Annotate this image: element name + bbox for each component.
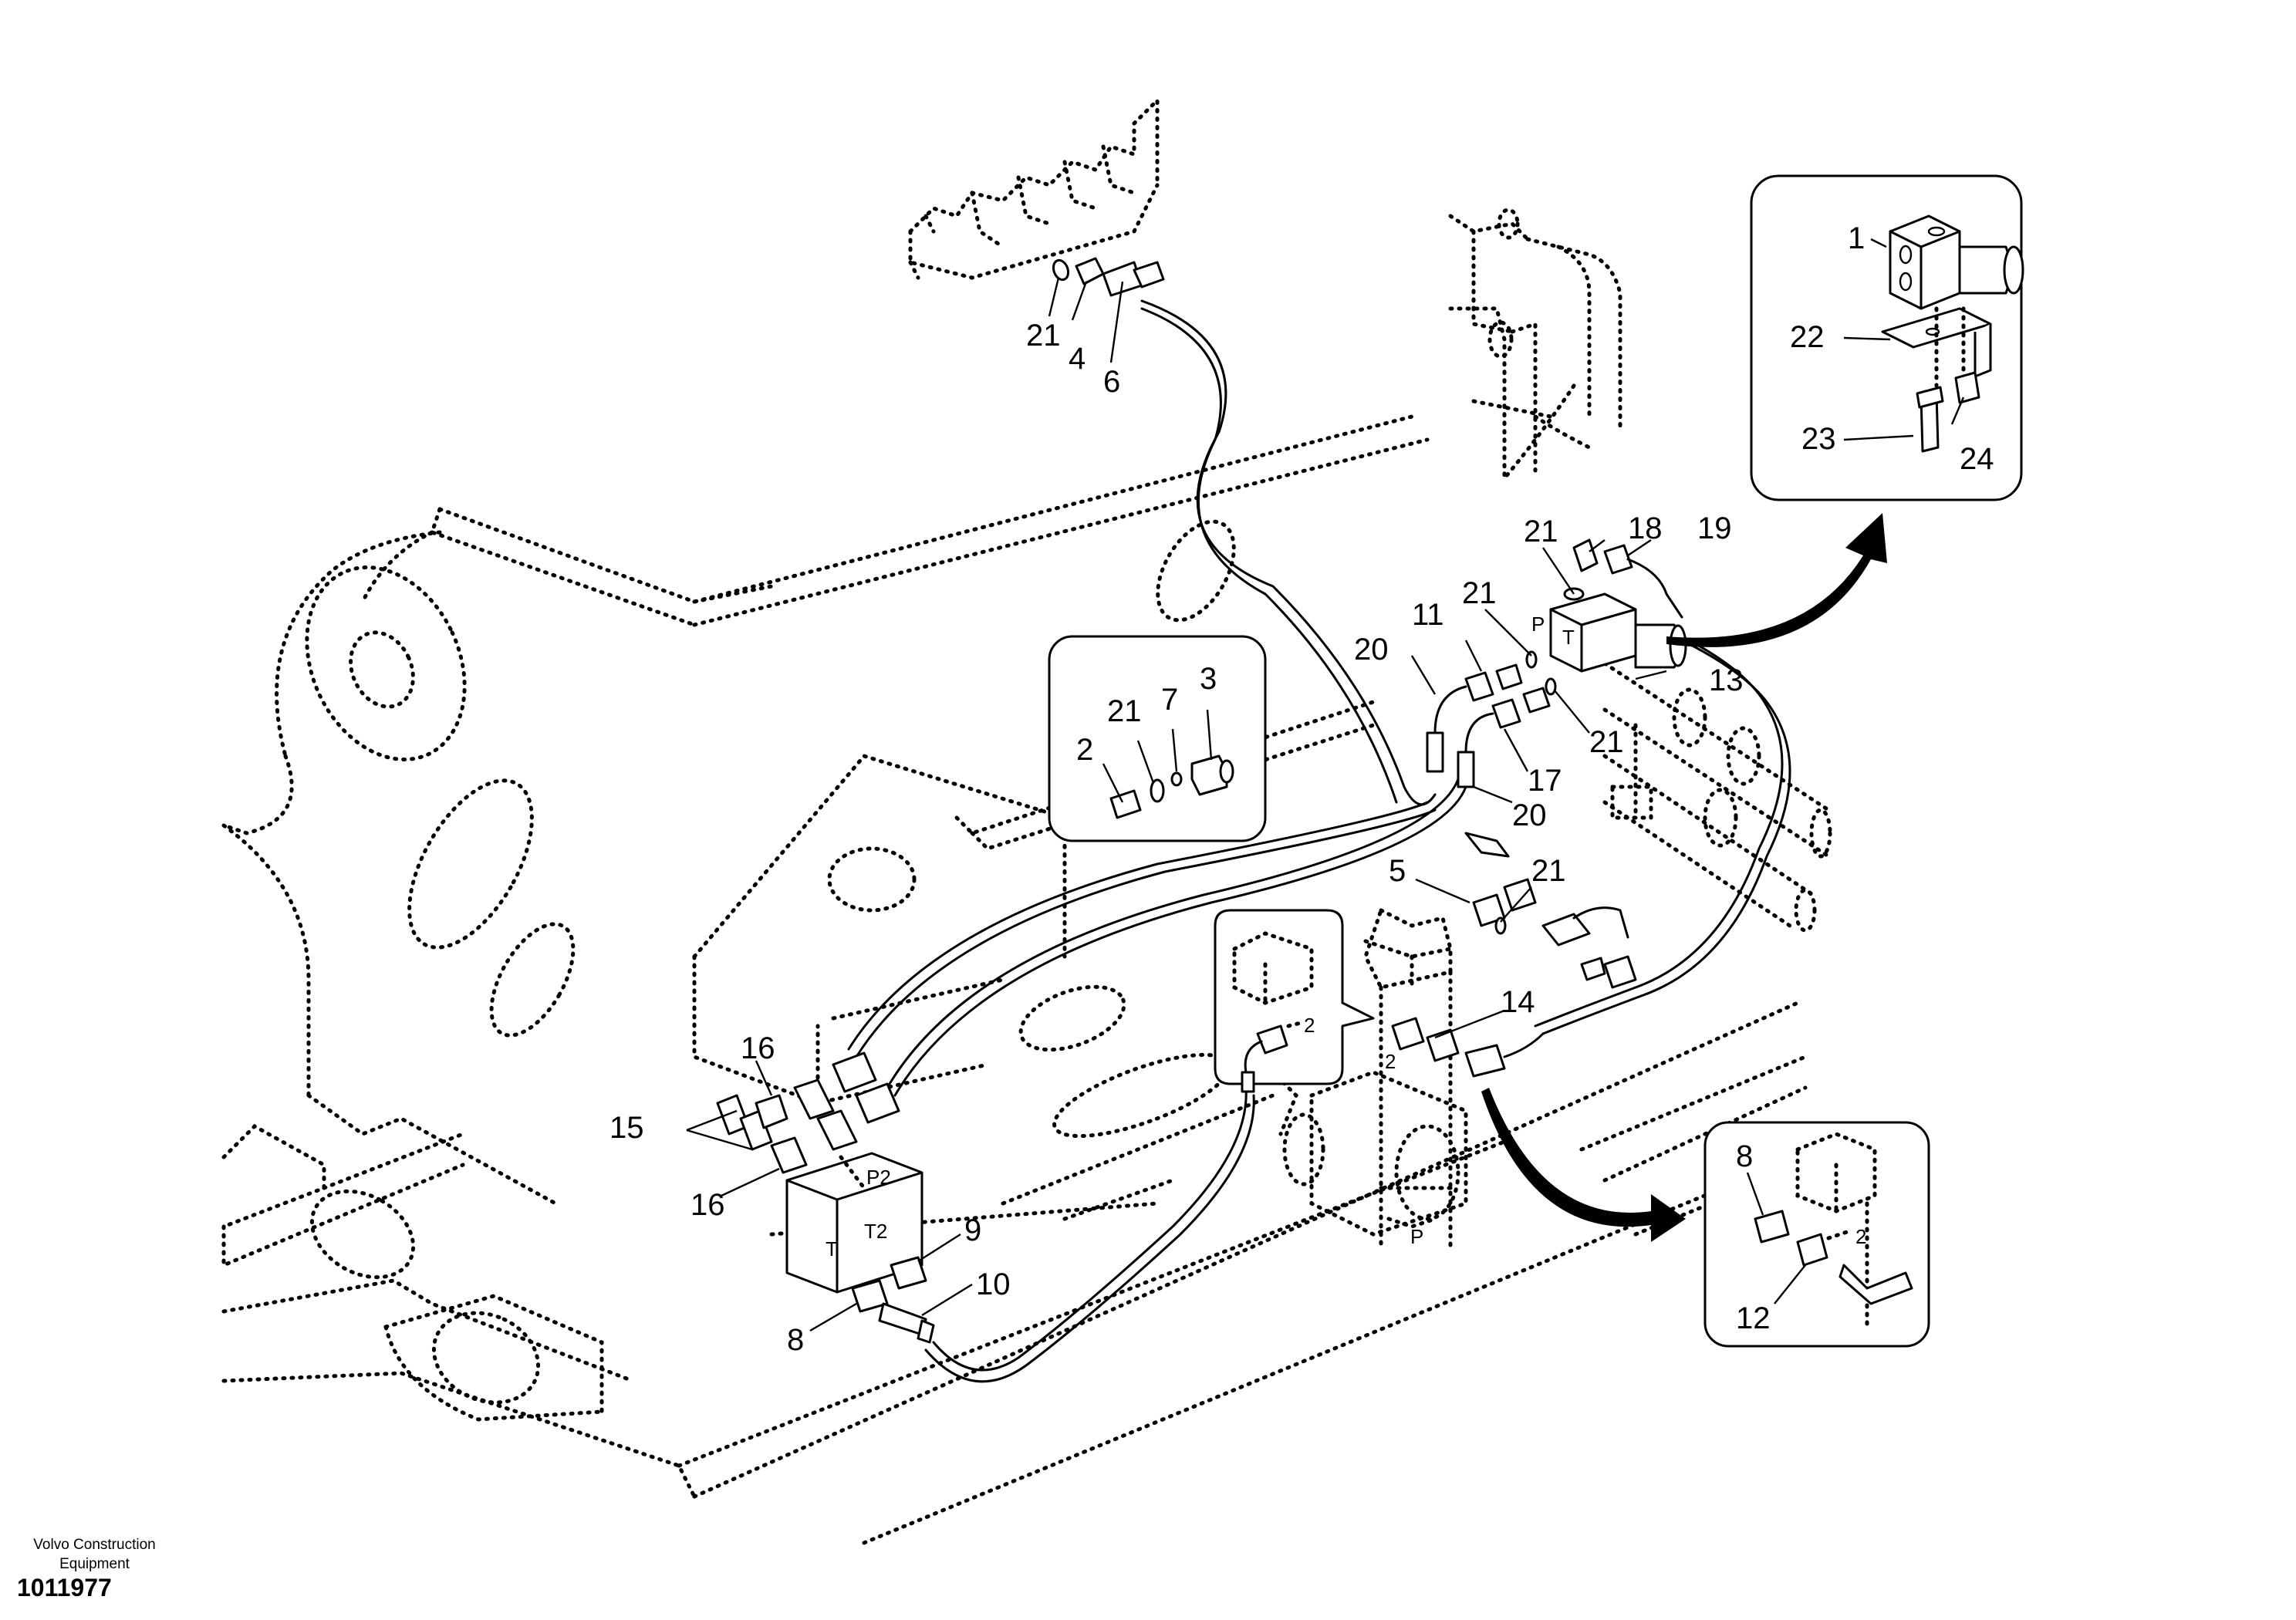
callout-19: 19	[1697, 511, 1732, 545]
callout-21-valve: 21	[1524, 515, 1558, 548]
callout-20-top: 20	[1354, 633, 1389, 667]
callout-4: 4	[1069, 342, 1086, 376]
callout-17: 17	[1528, 764, 1562, 798]
callout-10: 10	[976, 1267, 1011, 1301]
valve-mount-cluster	[1602, 661, 1832, 933]
inset-detail-elbow	[1703, 1121, 1930, 1348]
callouts: 21 4 6 1 22 23 24 18 19 21 21 11 20 13 1…	[609, 221, 1994, 1357]
callout-21-lower: 21	[1531, 854, 1566, 888]
callout-6: 6	[1103, 365, 1120, 399]
port-label-p: P	[1410, 1225, 1423, 1248]
callout-15: 15	[609, 1111, 644, 1145]
port-label-2-bubble: 2	[1304, 1014, 1315, 1037]
callout-21-top: 21	[1026, 319, 1061, 353]
brand-line-2: Equipment	[59, 1556, 130, 1572]
port-label-p2: P2	[866, 1166, 891, 1189]
callout-8-inset: 8	[1736, 1139, 1753, 1173]
inset-detail-adapter	[1048, 635, 1267, 842]
callout-11: 11	[1412, 598, 1444, 632]
callout-14: 14	[1501, 985, 1535, 1019]
direction-arrows	[1481, 513, 1887, 1242]
port-label-2-inset: 2	[1855, 1225, 1866, 1248]
inset-detail-port	[1214, 909, 1375, 1093]
swivel-block	[785, 1152, 923, 1294]
callout-23: 23	[1801, 422, 1836, 456]
callout-21-mid: 21	[1462, 576, 1497, 610]
document-number: 1011977	[17, 1574, 112, 1601]
port-label-pt-p: P	[1531, 613, 1545, 636]
port-label-t: T	[826, 1237, 838, 1261]
port-label-2-valve: 2	[1385, 1050, 1396, 1073]
callout-20-bottom: 20	[1512, 798, 1547, 832]
arrow-to-elbow-inset	[1481, 1088, 1686, 1242]
callout-24: 24	[1960, 442, 1994, 476]
callout-2-inset: 2	[1076, 733, 1093, 767]
callout-16-bottom: 16	[690, 1188, 725, 1222]
callout-9: 9	[964, 1213, 981, 1247]
callout-13: 13	[1709, 663, 1744, 697]
brand-line-1: Volvo Construction	[33, 1537, 156, 1553]
callout-8: 8	[787, 1323, 804, 1357]
callout-21-inset: 21	[1107, 694, 1142, 728]
callout-3: 3	[1200, 662, 1217, 696]
brand-caption: Volvo Construction Equipment	[15, 1535, 174, 1574]
callout-18: 18	[1628, 511, 1663, 545]
callout-21-right: 21	[1589, 725, 1624, 759]
control-valve-block	[1282, 907, 1468, 1252]
boom-piping	[1448, 208, 1622, 481]
callout-16-top: 16	[741, 1031, 775, 1065]
callout-7: 7	[1161, 683, 1178, 717]
callout-5: 5	[1389, 854, 1406, 888]
hoses	[847, 299, 1791, 1383]
pilot-valve-assembly	[908, 95, 1160, 280]
port-label-pt-t: T	[1562, 626, 1575, 649]
leader-lines	[686, 238, 1965, 1332]
callout-12: 12	[1736, 1301, 1771, 1335]
callout-22: 22	[1790, 320, 1825, 354]
port-labels: P2 T2 T P 2 2 2 P T	[826, 613, 1866, 1261]
callout-1: 1	[1848, 221, 1865, 255]
port-label-t2: T2	[864, 1220, 887, 1243]
